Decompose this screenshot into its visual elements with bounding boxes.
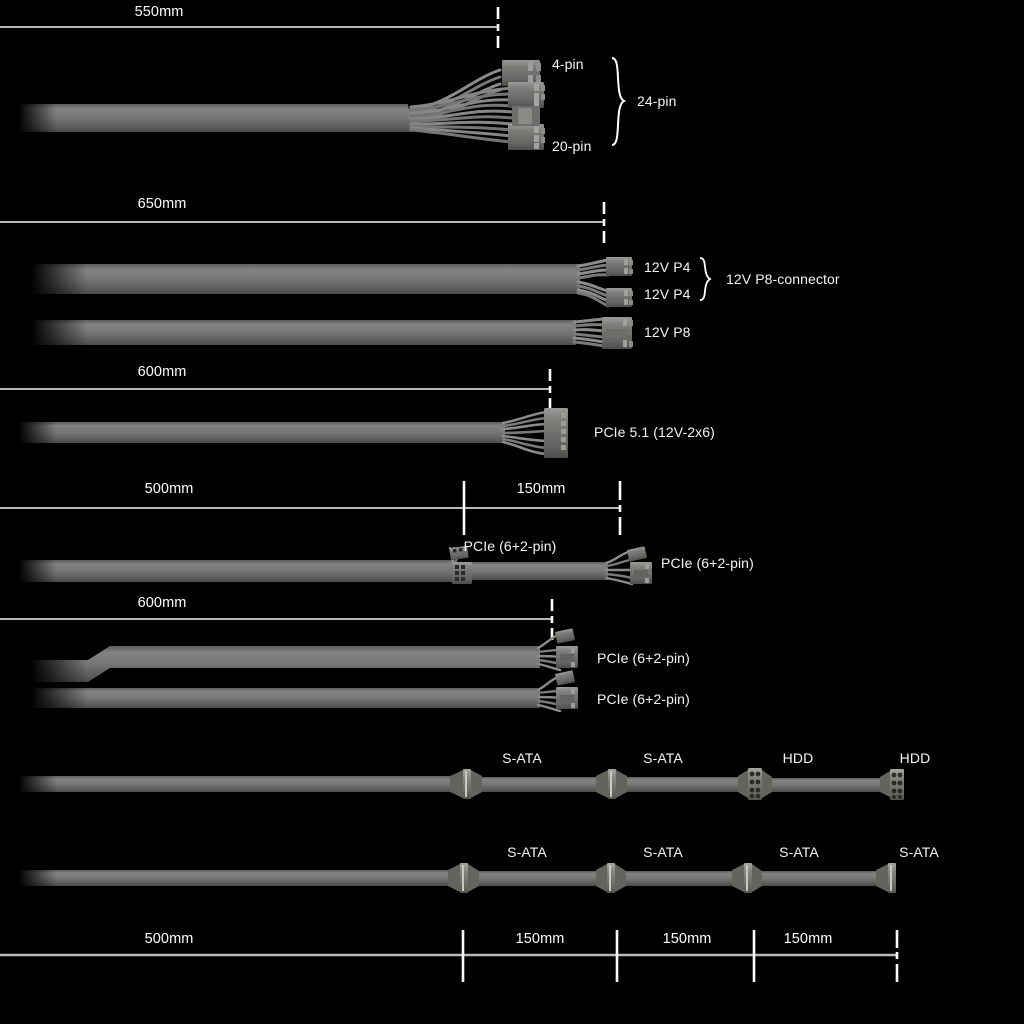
cable-atx-24pin	[18, 68, 514, 144]
connector-label-4-pin: 4-pin	[552, 56, 584, 72]
cable-pcie-dual-600-upper	[22, 632, 562, 682]
brace-24-pin	[611, 57, 627, 146]
connector-label-hdd-1: HDD	[782, 750, 814, 766]
cable-pcie-dual-600-lower	[22, 674, 562, 713]
connector-sata-b	[596, 863, 626, 893]
cable-pcie-51	[18, 410, 548, 456]
dimension-label-ruler-150mm-1: 150mm	[515, 931, 565, 947]
connector-12v-p4-upper	[606, 257, 633, 276]
dimension-label-ruler-500mm: 500mm	[144, 931, 194, 947]
connector-label-sata-a: S-ATA	[507, 844, 547, 860]
connector-label-pcie-daisy-mid: PCIe (6+2-pin)	[463, 538, 557, 554]
connector-label-sata-2: S-ATA	[643, 750, 683, 766]
connector-sata-c	[732, 863, 762, 893]
connector-label-12v-p8: 12V P8	[644, 324, 691, 340]
connector-hdd-2	[880, 769, 904, 800]
connector-20-pin-body	[508, 82, 545, 150]
connector-pcie-mid-6plus2	[449, 545, 472, 584]
connector-sata-1	[450, 769, 482, 799]
connector-label-sata-d: S-ATA	[899, 844, 939, 860]
connector-label-pcie-600-lower: PCIe (6+2-pin)	[597, 691, 690, 707]
dimension-line-600mm-a	[0, 369, 552, 410]
dimension-label-150mm-daisy: 150mm	[516, 481, 566, 497]
connector-label-12v-p4-upper: 12V P4	[644, 259, 691, 275]
dimension-label-ruler-150mm-3: 150mm	[783, 931, 833, 947]
connector-12v-p8-body	[602, 317, 633, 349]
cable-sata-hdd-chain	[18, 776, 884, 792]
connector-label-12v-p8-connector: 12V P8-connector	[726, 271, 840, 287]
dimension-line-500-150	[0, 481, 622, 535]
connector-sata-a	[448, 863, 479, 893]
connector-sata-d	[876, 863, 896, 893]
connector-label-sata-1: S-ATA	[502, 750, 542, 766]
connector-4-pin-body	[502, 60, 541, 86]
connector-label-24-pin: 24-pin	[637, 93, 677, 109]
dimension-label-500mm-daisy: 500mm	[144, 481, 194, 497]
connector-pcie-end-6plus2	[627, 546, 652, 584]
cable-12v-p4-dual	[22, 258, 610, 308]
brace-12v-p8-connector	[699, 257, 712, 301]
connector-sata-2	[596, 769, 627, 799]
connector-label-sata-c: S-ATA	[779, 844, 819, 860]
connector-label-pcie-daisy-end: PCIe (6+2-pin)	[661, 555, 754, 571]
connector-label-pcie-600-upper: PCIe (6+2-pin)	[597, 650, 690, 666]
connector-pcie-600-lower	[555, 670, 578, 709]
connector-pcie-600-upper	[555, 628, 578, 668]
cable-pcie-daisy-500	[18, 546, 634, 586]
dimension-label-600mm-pcie51: 600mm	[137, 364, 187, 380]
dimension-label-650mm: 650mm	[137, 196, 187, 212]
dimension-label-550mm: 550mm	[134, 4, 184, 20]
dimension-label-ruler-150mm-2: 150mm	[662, 931, 712, 947]
connector-label-hdd-2: HDD	[899, 750, 931, 766]
dimension-line-bottom-ruler	[0, 930, 899, 982]
connector-12v-p4-lower	[606, 288, 633, 307]
cable-sata-chain	[18, 870, 880, 886]
dimension-line-600mm-b	[0, 599, 554, 640]
connector-label-20-pin: 20-pin	[552, 138, 592, 154]
connector-label-12v-p4-lower: 12V P4	[644, 286, 691, 302]
connector-hdd-1	[738, 768, 772, 800]
dimension-label-600mm-dual-pcie: 600mm	[137, 595, 187, 611]
connector-label-pcie-51: PCIe 5.1 (12V-2x6)	[594, 424, 715, 440]
dimension-line-650mm	[0, 202, 606, 243]
connector-pcie-51-body	[544, 408, 568, 458]
cable-12v-p8	[22, 317, 606, 348]
connector-label-sata-b: S-ATA	[643, 844, 683, 860]
dimension-line-550mm	[0, 7, 500, 48]
